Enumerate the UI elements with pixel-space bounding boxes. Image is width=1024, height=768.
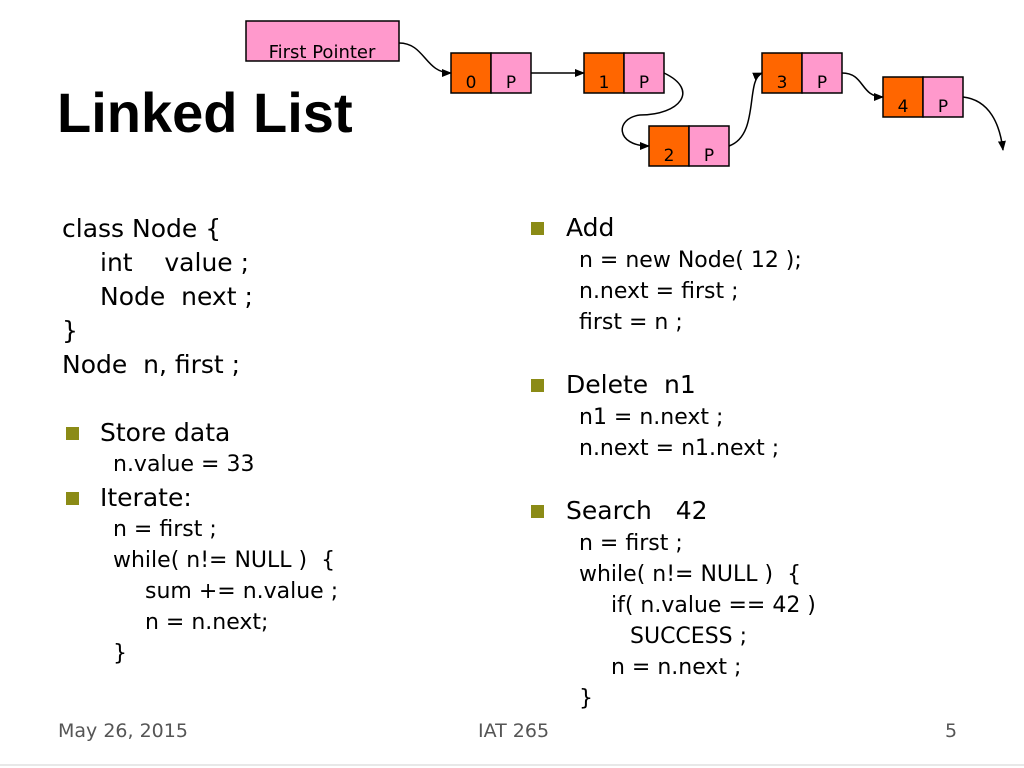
class-decl-line: Node next ; xyxy=(100,282,253,311)
svg-text:1: 1 xyxy=(599,73,610,93)
delete-code: n.next = n1.next ; xyxy=(579,436,780,461)
first-pointer-box xyxy=(245,20,400,62)
iterate-code: } xyxy=(113,641,127,666)
iterate-code: sum += n.value ; xyxy=(145,579,339,604)
class-decl-line: } xyxy=(62,316,78,345)
store-code: n.value = 33 xyxy=(113,452,255,477)
search-code: } xyxy=(579,686,593,711)
search-code: SUCCESS ; xyxy=(630,624,748,649)
search-code: n = first ; xyxy=(579,531,683,556)
linked-list-diagram: First Pointer 0 P 1 P 2 P 3 P 4 P xyxy=(245,20,1006,167)
iterate-code: n = first ; xyxy=(113,517,217,542)
delete-code: n1 = n.next ; xyxy=(579,405,724,430)
svg-text:0: 0 xyxy=(466,73,477,93)
node-0: 0 P xyxy=(450,52,532,94)
search-code: n = n.next ; xyxy=(611,655,742,680)
arrow-2-to-3 xyxy=(728,72,763,147)
delete-heading: Delete n1 xyxy=(566,370,696,399)
iterate-code: n = n.next; xyxy=(145,610,269,635)
slide-title: Linked List xyxy=(57,81,353,144)
svg-text:P: P xyxy=(704,146,714,166)
search-code: if( n.value == 42 ) xyxy=(611,593,816,618)
node-2: 2 P xyxy=(648,125,730,167)
arrow-3-to-4 xyxy=(841,72,884,101)
footer-page-number: 5 xyxy=(945,720,958,742)
svg-text:P: P xyxy=(817,73,827,93)
bullet-icon xyxy=(66,492,79,505)
svg-text:2: 2 xyxy=(664,146,675,166)
node-3: 3 P xyxy=(761,52,843,94)
class-decl-line: int value ; xyxy=(100,248,250,277)
bullet-icon xyxy=(531,222,544,235)
class-decl-line: class Node { xyxy=(62,214,222,243)
add-code: n.next = first ; xyxy=(579,279,739,304)
class-decl-line: Node n, first ; xyxy=(62,350,241,379)
first-pointer-label: First Pointer xyxy=(269,42,376,63)
search-heading: Search 42 xyxy=(566,496,708,525)
arrow-first-to-0 xyxy=(398,42,452,77)
svg-text:3: 3 xyxy=(777,73,788,93)
footer-divider xyxy=(0,764,1024,766)
store-heading: Store data xyxy=(100,418,231,447)
arrow-1-to-2 xyxy=(621,72,684,150)
svg-text:4: 4 xyxy=(898,97,909,117)
node-4: 4 P xyxy=(882,76,964,118)
footer-date: May 26, 2015 xyxy=(58,720,188,742)
bullet-icon xyxy=(66,427,79,440)
add-heading: Add xyxy=(566,213,615,242)
bullet-icon xyxy=(531,505,544,518)
iterate-heading: Iterate: xyxy=(100,483,192,512)
iterate-code: while( n!= NULL ) { xyxy=(113,548,336,573)
add-code: first = n ; xyxy=(579,310,683,335)
footer-course: IAT 265 xyxy=(478,720,550,742)
svg-text:P: P xyxy=(506,73,516,93)
svg-text:P: P xyxy=(938,97,948,117)
arrow-4-to-null xyxy=(962,96,1006,151)
bullet-icon xyxy=(531,379,544,392)
node-1: 1 P xyxy=(583,52,665,94)
search-code: while( n!= NULL ) { xyxy=(579,562,802,587)
add-code: n = new Node( 12 ); xyxy=(579,248,802,273)
svg-text:P: P xyxy=(639,73,649,93)
